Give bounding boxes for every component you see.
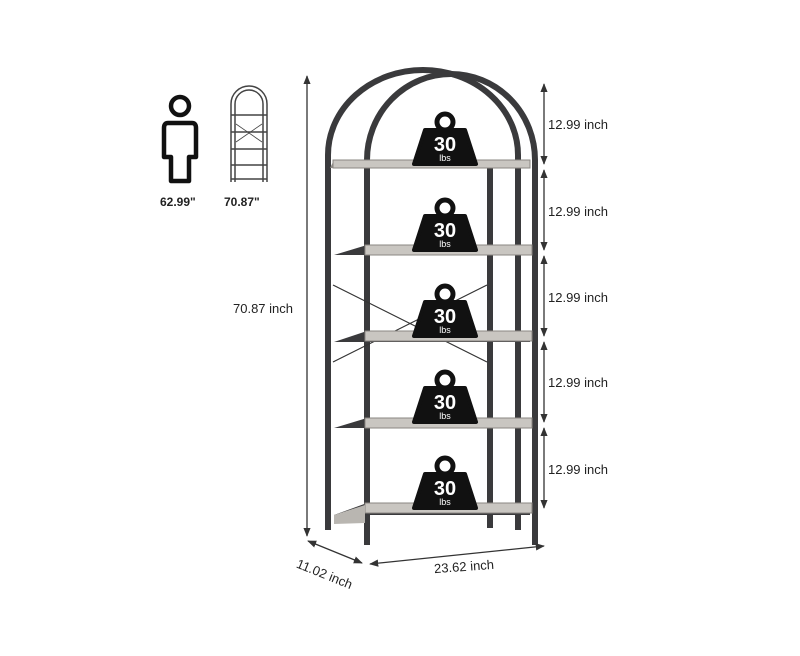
- tier-spacing-label-2: 12.99 inch: [548, 204, 608, 219]
- weight-value: 30: [434, 220, 456, 242]
- person-height-label: 62.99": [160, 195, 196, 209]
- total-height-label: 70.87 inch: [233, 301, 293, 316]
- tier-spacing-label-4: 12.99 inch: [548, 375, 608, 390]
- weight-value: 30: [434, 478, 456, 500]
- weight-unit: lbs: [439, 411, 451, 421]
- weight-value: 30: [434, 392, 456, 414]
- weight-unit: lbs: [439, 325, 451, 335]
- bookshelf-thumbnail-icon: [230, 85, 268, 182]
- tier-spacing-label-3: 12.99 inch: [548, 290, 608, 305]
- width-dimension-line: [369, 543, 545, 567]
- weight-value: 30: [434, 306, 456, 328]
- tier-spacing-label-5: 12.99 inch: [548, 462, 608, 477]
- front-left-post: [325, 67, 521, 530]
- tier-spacing-label-1: 12.99 inch: [548, 117, 608, 132]
- weight-value: 30: [434, 134, 456, 156]
- person-icon: [161, 94, 199, 184]
- weight-unit: lbs: [439, 497, 451, 507]
- depth-dimension-line: [307, 540, 363, 564]
- back-post-left: [364, 71, 538, 545]
- shelf-frame: [325, 67, 538, 545]
- weight-unit: lbs: [439, 239, 451, 249]
- weight-unit: lbs: [439, 153, 451, 163]
- x-brace: [332, 284, 488, 363]
- shelf-height-label: 70.87": [224, 195, 260, 209]
- dimension-lines: [303, 75, 548, 567]
